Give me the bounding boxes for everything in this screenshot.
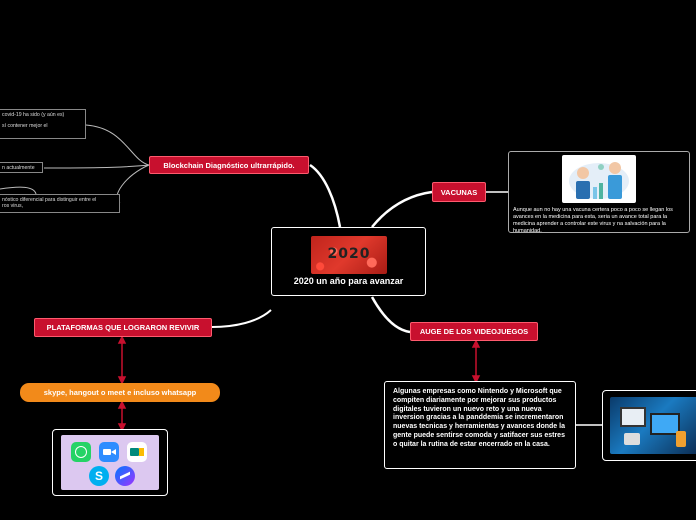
blockchain-leaf-1[interactable]: covid-19 ha sido (y aún es) sí contener …	[0, 109, 86, 139]
whatsapp-icon	[71, 442, 91, 462]
phone-icon	[676, 431, 686, 447]
monitor-icon	[620, 407, 646, 427]
vacunas-note-text: Aunque aun no hay una vacuna certera poc…	[513, 207, 673, 235]
topic-videojuegos[interactable]: AUGE DE LOS VIDEOJUEGOS	[410, 322, 538, 341]
vacunas-note[interactable]: Aunque aun no hay una vacuna certera poc…	[508, 151, 690, 235]
topic-vacunas[interactable]: VACUNAS	[432, 182, 486, 202]
messenger-icon	[115, 466, 135, 486]
videojuegos-note[interactable]: Algunas empresas como Nintendo y Microso…	[384, 381, 576, 469]
central-title: 2020 un año para avanzar	[293, 276, 404, 286]
laptop-icon	[650, 413, 680, 435]
subtopic-plataformas-apps[interactable]: skype, hangout o meet e incluso whatsapp	[20, 383, 220, 402]
blockchain-leaf-2[interactable]: n actualmente	[0, 162, 43, 173]
videojuegos-image[interactable]	[602, 390, 696, 461]
blockchain-leaf-1-line2: sí contener mejor el	[2, 123, 48, 129]
zoom-icon	[99, 442, 119, 462]
plataformas-image[interactable]: S	[52, 429, 168, 496]
tablet-icon	[624, 433, 640, 445]
meet-icon	[127, 442, 147, 462]
topic-plataformas[interactable]: PLATAFORMAS QUE LOGRARON REVIVIR	[34, 318, 212, 337]
vacunas-image	[562, 155, 636, 203]
blockchain-leaf-1-line1: covid-19 ha sido (y aún es)	[2, 112, 65, 118]
central-image: 2020	[311, 236, 387, 274]
blockchain-leaf-3-line2: ros virus,	[2, 203, 24, 209]
skype-icon: S	[89, 466, 109, 486]
apps-panel: S	[61, 435, 159, 490]
blockchain-leaf-3-line1: nóstico diferencial para distinguir entr…	[2, 197, 97, 203]
devices-illustration	[610, 397, 696, 454]
lab-illustration-icon	[569, 162, 629, 199]
central-topic[interactable]: 2020 2020 un año para avanzar	[271, 227, 426, 296]
central-image-text: 2020	[327, 246, 371, 262]
topic-blockchain[interactable]: Blockchain Diagnóstico ultrarrápido.	[149, 156, 309, 174]
blockchain-leaf-3[interactable]: nóstico diferencial para distinguir entr…	[0, 194, 120, 213]
